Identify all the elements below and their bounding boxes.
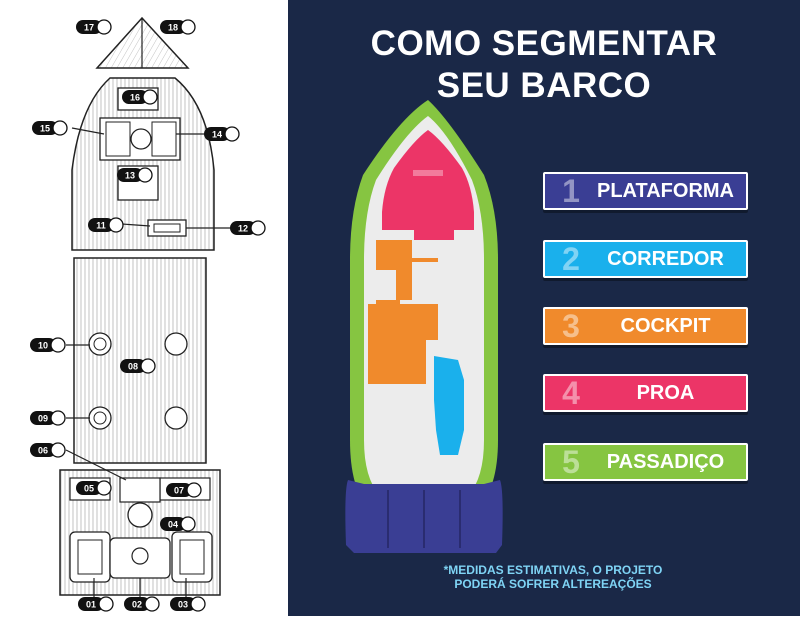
- part-badge-03: 03: [170, 596, 206, 612]
- segment-button-5[interactable]: 5 PASSADIÇO: [543, 443, 748, 481]
- segmentation-panel: COMO SEGMENTAR SEU BARCO 1 PLATAFORMA 2 COR…: [288, 0, 800, 616]
- segment-number: 4: [562, 374, 580, 411]
- segment-proa: [382, 130, 474, 230]
- part-number: 15: [40, 123, 50, 133]
- part-number: 17: [84, 22, 94, 32]
- part-number: 12: [238, 223, 248, 233]
- part-badge-16: 16: [122, 89, 158, 105]
- deck-layout-drawing: 01 02 03 04 05 06 07 08 09 10 11 12 13 14 15 16 17 18: [0, 0, 280, 622]
- part-number: 11: [96, 220, 106, 230]
- part-number: 06: [38, 445, 48, 455]
- part-badge-01: 01: [78, 596, 114, 612]
- part-badge-17: 17: [76, 19, 112, 35]
- part-number: 14: [212, 129, 222, 139]
- segment-number: 3: [562, 307, 580, 344]
- segment-label: PROA: [636, 381, 695, 404]
- boat-segmentation-diagram: [345, 100, 503, 553]
- part-number: 10: [38, 340, 48, 350]
- part-number: 16: [130, 92, 140, 102]
- part-number: 07: [174, 485, 184, 495]
- title-line-1: COMO SEGMENTAR: [370, 24, 718, 63]
- part-badge-10: 10: [30, 337, 66, 353]
- part-badge-05: 05: [76, 480, 112, 496]
- segment-number: 2: [562, 240, 580, 277]
- part-badge-08: 08: [120, 358, 156, 374]
- part-badge-14: 14: [204, 126, 240, 142]
- part-badge-09: 09: [30, 410, 66, 426]
- segment-button-2[interactable]: 2 CORREDOR: [543, 240, 748, 278]
- segment-button-3[interactable]: 3 COCKPIT: [543, 307, 748, 345]
- segment-button-4[interactable]: 4 PROA: [543, 374, 748, 412]
- part-number: 13: [125, 170, 135, 180]
- segment-number: 1: [562, 172, 580, 209]
- note-line-2: PODERÁ SOFRER ALTEREAÇÕES: [454, 577, 652, 591]
- deck-layout-svg: 01 02 03 04 05 06 07 08 09 10 11 12 13 14 15 16 17 18: [30, 16, 266, 612]
- part-badge-11: 11: [88, 217, 124, 233]
- part-number: 01: [86, 599, 96, 609]
- segment-label: PLATAFORMA: [596, 179, 734, 202]
- segment-label: COCKPIT: [620, 314, 711, 337]
- segment-corredor: [434, 356, 464, 455]
- segment-label: CORREDOR: [607, 247, 724, 270]
- part-number: 05: [84, 483, 94, 493]
- disclaimer-note: *MEDIDAS ESTIMATIVAS, O PROJETO PODERÁ S…: [388, 563, 718, 591]
- segment-number: 5: [562, 443, 580, 480]
- part-badge-13: 13: [117, 167, 153, 183]
- part-badge-07: 07: [166, 482, 202, 498]
- note-line-1: *MEDIDAS ESTIMATIVAS, O PROJETO: [443, 563, 663, 577]
- part-number: 18: [168, 22, 178, 32]
- segment-label: PASSADIÇO: [606, 450, 725, 473]
- part-number: 08: [128, 361, 138, 371]
- part-number: 04: [168, 519, 178, 529]
- part-number: 02: [132, 599, 142, 609]
- part-number: 09: [38, 413, 48, 423]
- part-badge-04: 04: [160, 516, 196, 532]
- part-badge-18: 18: [160, 19, 196, 35]
- title-line-2: SEU BARCO: [436, 66, 652, 105]
- part-badge-06: 06: [30, 442, 66, 458]
- part-badge-12: 12: [230, 220, 266, 236]
- part-badge-15: 15: [32, 120, 68, 136]
- part-badge-02: 02: [124, 596, 160, 612]
- segment-cockpit: [376, 240, 438, 322]
- part-number: 03: [178, 599, 188, 609]
- segment-button-1[interactable]: 1 PLATAFORMA: [543, 172, 748, 210]
